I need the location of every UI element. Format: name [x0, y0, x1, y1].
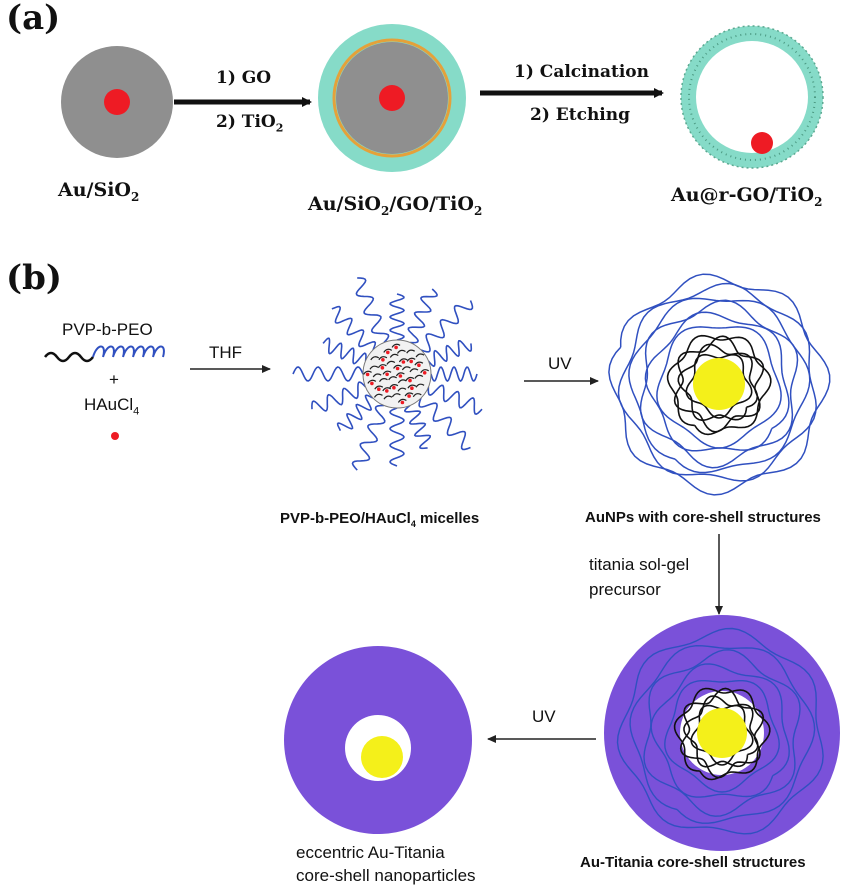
caption-micelles: PVP-b-PEO/HAuCl4 micelles: [280, 510, 480, 529]
caption-eccentric-1: eccentric Au-Titania: [296, 843, 445, 862]
eccentric-au-titania-particle: [284, 646, 472, 834]
caption-au-titania: Au-Titania core-shell structures: [580, 854, 806, 871]
micelle: [292, 277, 483, 471]
arrow-uv-1-label: UV: [548, 354, 572, 373]
au-titania-core-shell: [604, 615, 840, 851]
name-au-sio2: Au/SiO2: [58, 179, 140, 204]
arrow-uv-2-label: UV: [532, 707, 556, 726]
arrow-thf-label: THF: [209, 343, 243, 362]
aunp-core-shell: [608, 273, 831, 496]
step-a1-tio2: 2) TiO2: [216, 112, 284, 135]
reagent-pvp-b-peo: PVP-b-PEO: [62, 320, 153, 339]
caption-eccentric-2: core-shell nanoparticles: [296, 866, 476, 885]
panel-b-label: (b): [6, 258, 62, 298]
step-a1-go: 1) GO: [216, 68, 272, 88]
name-au-sio2-go-tio2: Au/SiO2/GO/TiO2: [308, 193, 483, 218]
arrow-titania-label-1: titania sol-gel: [589, 555, 690, 574]
name-au-rgo-tio2: Au@r-GO/TiO2: [671, 184, 823, 209]
gold-precursor-dot: [111, 432, 119, 440]
pvp-b-peo-chain-icon: [44, 345, 165, 363]
au-sio2-go-tio2-particle: [318, 24, 466, 172]
au-rgo-tio2-particle: [680, 25, 824, 169]
au-sio2-particle: [61, 46, 173, 158]
step-a2-etching: 2) Etching: [530, 105, 631, 125]
arrow-titania-label-2: precursor: [589, 580, 661, 599]
reagent-plus: +: [109, 370, 119, 389]
panel-a-label: (a): [6, 0, 61, 38]
caption-aunps: AuNPs with core-shell structures: [585, 509, 821, 526]
reagent-haucl4: HAuCl4: [84, 395, 140, 418]
step-a2-calcination: 1) Calcination: [514, 62, 649, 82]
